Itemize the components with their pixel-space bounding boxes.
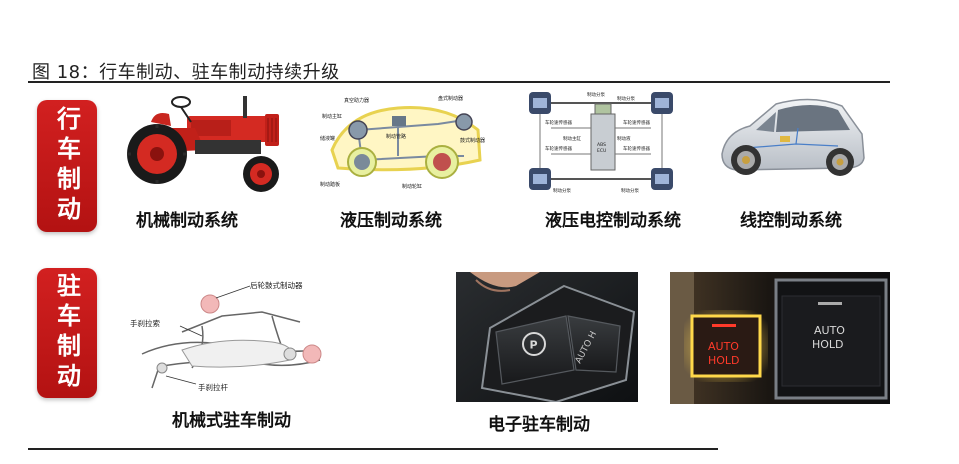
abs-label-ecu-1: ABS: [597, 142, 606, 148]
abs-ecu-diagram: 制动分泵 制动分泵 制动分泵 制动分泵 车轮速传感器 车轮速传感器 车轮速传感器…: [525, 88, 677, 194]
caption-electronic-parking: 电子驻车制动: [488, 415, 590, 435]
bottom-divider: [28, 448, 718, 450]
caption-wire-brake: 线控制动系统: [740, 211, 842, 231]
abs-label-4: 车轮速传感器: [545, 119, 572, 126]
svg-text:P: P: [530, 339, 538, 352]
parking-label-rear-drum: 后轮鼓式制动器: [250, 280, 303, 290]
auto-hold-lit-line1: AUTO: [708, 340, 739, 353]
car-wire-brake-image: [716, 88, 868, 192]
abs-label-1: 制动分泵: [617, 95, 635, 102]
abs-label-10: 制动主缸: [563, 135, 581, 142]
hydraulic-label-6: 制动踏板: [320, 181, 340, 188]
auto-hold-lit-line2: HOLD: [708, 354, 740, 367]
abs-label-6: 车轮速传感器: [545, 145, 572, 152]
hydraulic-label-4: 储液罐: [320, 135, 335, 142]
category-badge-driving: 行车制动: [37, 100, 97, 232]
hydraulic-label-5: 制动管路: [386, 133, 406, 140]
category-badge-parking: 驻车制动: [37, 268, 97, 398]
abs-label-ecu-2: ECU: [597, 148, 606, 154]
abs-label-0: 制动分泵: [587, 91, 605, 98]
abs-label-11: 制动液: [617, 135, 631, 142]
caption-mechanical-brake: 机械制动系统: [136, 211, 238, 231]
hydraulic-label-7: 制动轮缸: [402, 183, 422, 190]
tractor-image: [125, 88, 285, 196]
mechanical-parking-brake-diagram: 后轮鼓式制动器 手刹拉索 手刹拉杆: [122, 272, 336, 402]
parking-label-cable: 手刹拉索: [130, 318, 160, 328]
hydraulic-label-2: 制动主缸: [322, 113, 342, 120]
abs-label-5: 车轮速传感器: [623, 119, 650, 126]
category-label-parking: 驻车制动: [52, 273, 81, 393]
auto-hold-dark-line1: AUTO: [814, 324, 845, 337]
caption-hydraulic-brake: 液压制动系统: [340, 211, 442, 231]
epb-switch-photo: P AUTO H: [456, 272, 638, 402]
abs-label-7: 车轮速传感器: [623, 145, 650, 152]
auto-hold-dark-line2: HOLD: [812, 338, 844, 351]
caption-mechanical-parking: 机械式驻车制动: [172, 411, 291, 431]
hydraulic-brake-diagram: 真空助力器 盘式制动器 制动主缸 鼓式制动器 储液罐 制动管路 制动踏板 制动轮…: [318, 90, 490, 194]
hydraulic-label-3: 鼓式制动器: [460, 137, 485, 144]
auto-hold-button-photo: AUTO HOLD AUTO HOLD: [670, 272, 890, 404]
hydraulic-label-1: 盘式制动器: [438, 95, 463, 102]
hydraulic-label-0: 真空助力器: [344, 97, 369, 104]
parking-label-lever: 手刹拉杆: [198, 382, 228, 392]
figure-title: 图 18：行车制动、驻车制动持续升级: [32, 62, 340, 83]
abs-label-2: 制动分泵: [553, 187, 571, 194]
title-divider: [28, 81, 890, 83]
abs-label-3: 制动分泵: [621, 187, 639, 194]
caption-electro-hydraulic-brake: 液压电控制动系统: [545, 211, 681, 231]
category-label-driving: 行车制动: [52, 106, 81, 226]
